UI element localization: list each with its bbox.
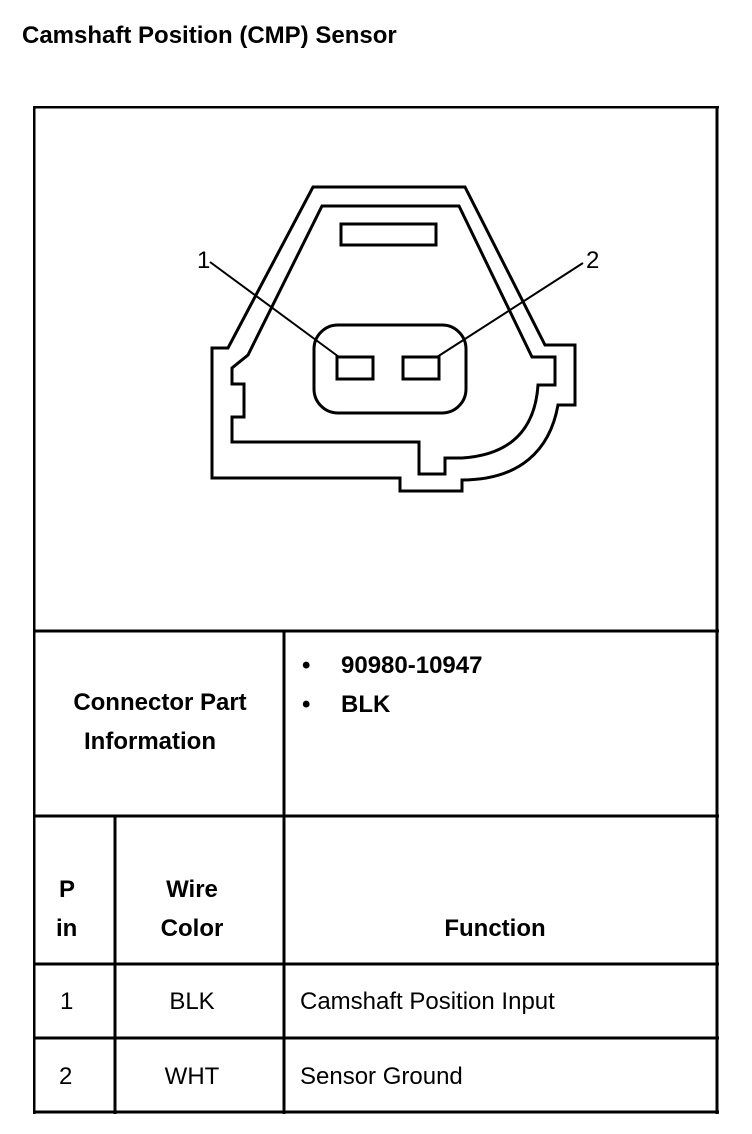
connector-info-label-line2: Information [84,728,216,755]
row-2-function: Sensor Ground [300,1063,463,1090]
pin-header-line1: P [59,876,76,903]
wire-color-header-line2: Color [160,915,224,942]
connector-part-number: 90980-10947 [341,652,483,679]
pin-header-line2: in [56,915,78,942]
row-2-pin: 2 [59,1063,73,1090]
pin-2-label: 2 [586,247,600,274]
row-1-pin: 1 [60,988,74,1015]
terminal-2 [401,355,441,381]
terminal-cavity [312,323,468,415]
wire-color-header-line1: Wire [166,876,218,903]
pin-1-leader-line [209,261,340,358]
function-header: Function [444,915,546,942]
connector-info-label-line1: Connector Part [73,689,247,716]
pin-2-leader-line [436,262,584,358]
terminal-1 [335,355,375,381]
row-2-wire-color: WHT [164,1063,220,1090]
table-grid-lines [33,106,719,1114]
bullet-marker: • [302,652,311,679]
pin-1-label: 1 [197,247,211,274]
connector-housing-outline [210,185,577,493]
page-title: Camshaft Position (CMP) Sensor [22,22,397,49]
connector-inner-outline [230,204,557,476]
connector-key-slot [339,222,438,247]
connector-color: BLK [341,691,391,718]
row-1-wire-color: BLK [169,988,215,1015]
row-1-function: Camshaft Position Input [300,988,555,1015]
connector-face-diagram [209,185,584,493]
bullet-marker: • [302,691,311,718]
connector-table-frame [33,106,719,1114]
